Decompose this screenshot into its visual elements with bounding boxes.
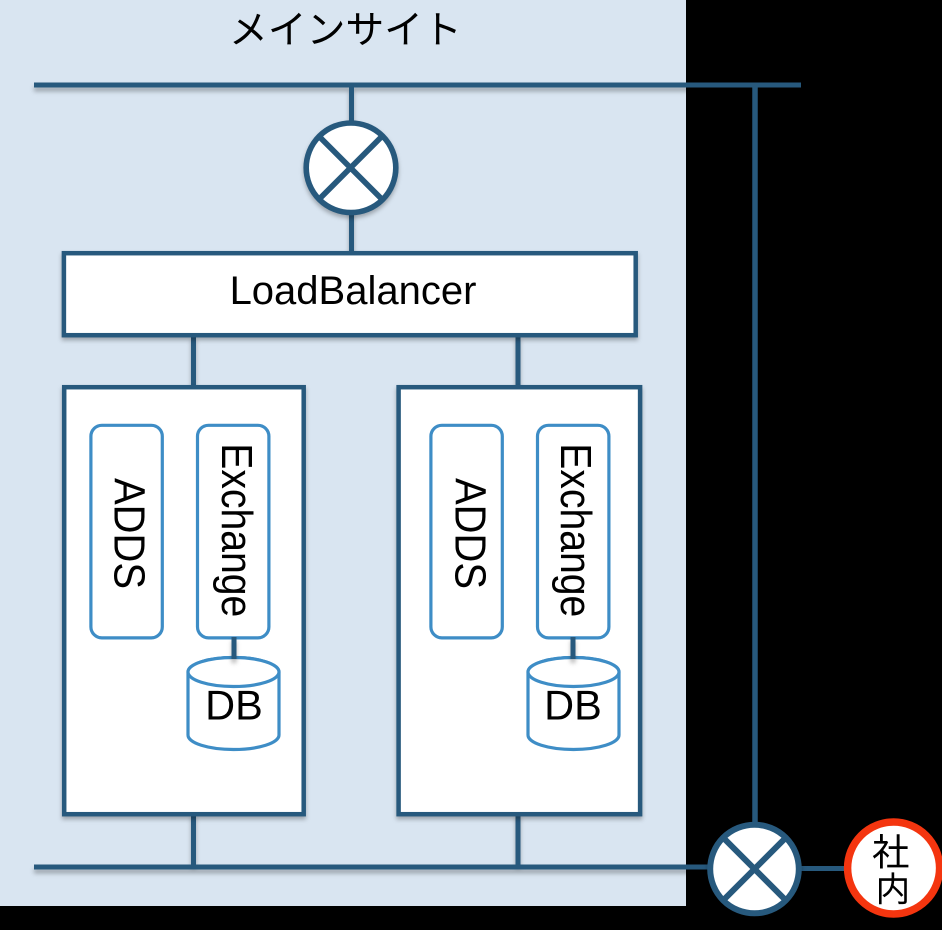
svg-text:Exchange: Exchange xyxy=(551,443,599,617)
svg-text:LoadBalancer: LoadBalancer xyxy=(230,269,477,313)
svg-text:ADDS: ADDS xyxy=(105,478,153,589)
svg-text:ADDS: ADDS xyxy=(445,478,493,589)
svg-text:Exchange: Exchange xyxy=(212,443,260,617)
svg-text:DB: DB xyxy=(205,682,263,729)
svg-text:DB: DB xyxy=(544,682,602,729)
